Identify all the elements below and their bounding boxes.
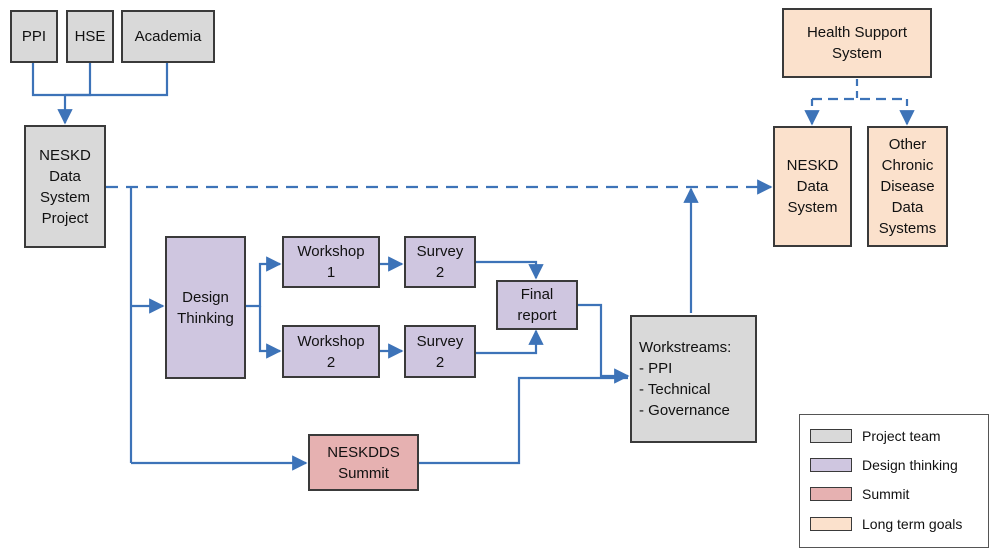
design-to-workshop2-arrow [258,306,282,359]
node-summit: NESKDDS Summit [308,434,419,491]
node-workstreams: Workstreams: - PPI - Technical - Governa… [630,315,757,443]
legend-swatch-long-term-goals [810,517,852,531]
legend-item-summit: Summit [810,485,909,503]
legend-label-summit: Summit [862,486,910,502]
node-hse-label: HSE [74,28,106,45]
legend-item-long-term-goals: Long term goals [810,515,962,533]
hse-connector [65,63,92,97]
survey-top-to-report-arrow [476,260,544,280]
node-design-thinking: Design Thinking [165,236,246,379]
design-to-workshop1-arrow [246,256,282,308]
node-final-report: Final report [496,280,578,330]
summit-to-workstreams-line [419,376,628,465]
node-workshop1: Workshop 1 [282,236,380,288]
academia-connector [65,63,169,97]
node-survey-top-label: Survey 2 [416,243,464,281]
node-summit-label: NESKDDS Summit [327,443,400,482]
legend-item-project-team: Project team [810,427,941,445]
legend-label-design-thinking: Design thinking [862,457,958,473]
legend-label-project-team: Project team [862,428,941,444]
legend-swatch-design-thinking [810,458,852,472]
node-hse: HSE [66,10,114,63]
node-workshop1-label: Workshop 1 [297,243,365,281]
node-workstreams-label: Workstreams: - PPI - Technical - Governa… [639,339,732,419]
node-health-support: Health Support System [782,8,932,78]
survey-bottom-to-report-arrow [476,329,544,355]
node-neskd-project-label: NESKD Data System Project [39,146,91,227]
node-design-thinking-label: Design Thinking [177,288,234,327]
node-survey-top: Survey 2 [404,236,476,288]
node-health-support-label: Health Support System [806,24,908,62]
legend-item-design-thinking: Design thinking [810,456,958,474]
ppi-connector [31,63,65,97]
node-neskd-data-system: NESKD Data System [773,126,852,247]
node-workshop2: Workshop 2 [282,325,380,378]
node-neskd-data-system-label: NESKD Data System [786,157,839,216]
report-to-workstreams-arrow [578,303,630,384]
legend: Project team Design thinking Summit Long… [799,414,989,548]
node-other-chronic-systems: Other Chronic Disease Data Systems [867,126,948,247]
legend-swatch-summit [810,487,852,501]
node-other-chronic-systems-label: Other Chronic Disease Data Systems [878,136,937,237]
node-neskd-project: NESKD Data System Project [24,125,106,248]
legend-label-long-term-goals: Long term goals [862,516,963,532]
node-survey-bottom-label: Survey 2 [416,332,464,371]
node-academia: Academia [121,10,215,63]
node-ppi-label: PPI [21,28,47,45]
node-final-report-label: Final report [517,286,557,324]
node-ppi: PPI [10,10,58,63]
node-survey-bottom: Survey 2 [404,325,476,378]
legend-swatch-project-team [810,429,852,443]
node-workshop2-label: Workshop 2 [297,332,365,371]
node-academia-label: Academia [134,28,202,45]
